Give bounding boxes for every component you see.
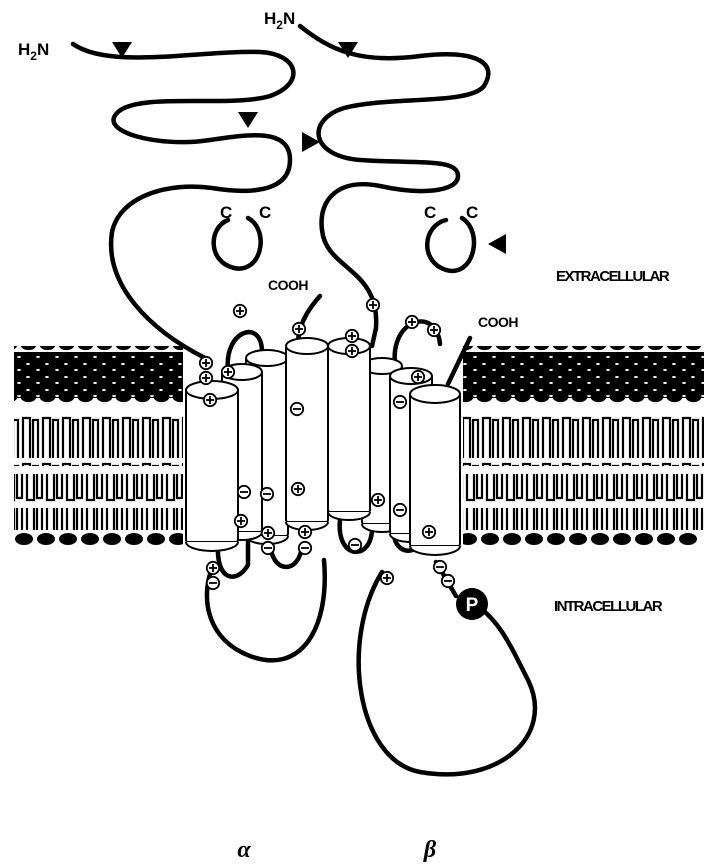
alpha-cysteine-label-2: C bbox=[259, 203, 271, 222]
alpha-extracellular-chain bbox=[73, 44, 293, 358]
beta-cysteine-label-1: C bbox=[424, 203, 436, 222]
beta-n-terminus-label: H2N bbox=[264, 9, 295, 32]
beta-large-intracellular-loop bbox=[359, 572, 535, 774]
alpha-c-terminus-label: COOH bbox=[268, 277, 308, 293]
extracellular-label: EXTRACELLULAR bbox=[556, 268, 670, 285]
helix-alpha-m3 bbox=[286, 338, 328, 530]
glycosylation-arrow-icon bbox=[238, 112, 258, 128]
beta-subunit-label: β bbox=[423, 837, 437, 863]
beta-extracellular-chain bbox=[300, 26, 488, 346]
glycosylation-arrow-icon bbox=[488, 234, 506, 254]
alpha-subunit-label: α bbox=[237, 837, 251, 863]
phosphorylation-label: P bbox=[466, 595, 479, 616]
alpha-cysteine-label-1: C bbox=[220, 203, 232, 222]
phosphorylation-site: P bbox=[456, 588, 488, 620]
intracellular-label: INTRACELLULAR bbox=[554, 598, 663, 615]
alpha-disulfide-loop bbox=[214, 218, 261, 269]
glycosylation-sites bbox=[112, 42, 506, 254]
beta-cysteine-label-2: C bbox=[466, 203, 478, 222]
beta-disulfide-loop bbox=[427, 218, 474, 271]
helix-beta-m1 bbox=[328, 338, 370, 520]
beta-c-terminus-label: COOH bbox=[478, 314, 518, 330]
alpha-n-terminus-label: H2N bbox=[18, 40, 49, 63]
